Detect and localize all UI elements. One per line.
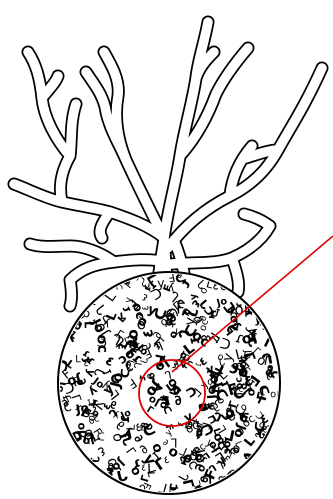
scribble-glyph: ʎ [47, 470, 61, 478]
scribble-glyph: ٤ [254, 476, 264, 482]
scribble-glyph: Jo [77, 463, 93, 479]
scribble-glyph: Ⅎ [80, 469, 91, 484]
scribble-glyph: ᒧ [98, 478, 113, 496]
scribble-glyph: o [258, 271, 271, 283]
scribble-glyph: ɔo [221, 441, 233, 455]
scribble-glyph: Jo [278, 278, 290, 292]
scribble-glyph: ᒐ [65, 466, 83, 479]
scribble-glyph: Jo [207, 376, 217, 387]
scribble-glyph: o [251, 456, 265, 470]
scribble-glyph: ɾ [113, 487, 126, 499]
scribble-glyph: o [79, 279, 91, 288]
scribble-glyph: ∂ [192, 463, 209, 472]
scribble-glyph: ᒧ [91, 275, 105, 291]
scribble-glyph: ɾ [279, 309, 286, 320]
scribble-glyph: ɾ [240, 471, 253, 485]
scribble-glyph: ᒧ [271, 289, 282, 296]
scribble-glyph: ∂ [46, 449, 63, 458]
scribble-glyph: ∂ [100, 272, 115, 286]
scribble-glyph: ɔo [123, 329, 141, 349]
scribble-glyph: ɔo [231, 359, 246, 374]
scribble-glyph: Ⅎ [177, 299, 186, 317]
scribble-glyph: ᒐ [248, 277, 263, 290]
scribble-glyph: ᒧ [248, 273, 265, 285]
scribble-glyph: o [100, 275, 113, 286]
scribble-glyph: Ⅎ [86, 284, 97, 298]
scribble-glyph: ᒐ [67, 456, 82, 475]
scribble-glyph: Jo [54, 380, 68, 394]
scribble-glyph: ʎ [56, 465, 69, 478]
scribble-glyph: Jo [246, 466, 267, 487]
scribble-glyph: ٤ [266, 453, 278, 463]
scribble-glyph: ٤ [258, 269, 275, 280]
scribble-glyph: L [50, 321, 62, 333]
scribble-glyph: o [267, 458, 279, 470]
scribble-glyph: ɾ [259, 383, 267, 399]
scribble-glyph: ɔo [101, 269, 116, 282]
scribble-glyph: ᒧ [89, 475, 104, 486]
scribble-glyph: Ⅎ [275, 310, 282, 321]
scribble-glyph: ٤ [273, 271, 285, 282]
scribble-glyph: ᑐ [117, 368, 132, 379]
scribble-texture: ʎᒧJoʎ٤∂٤LᒐℲℲᑐoɾLᒐ∂LL٤ᒐʎJoJoℲooᒐɔoLʎʎℲᑐ٤J… [46, 257, 289, 499]
scribble-glyph: o [260, 458, 279, 474]
tree-branches [14, 22, 322, 306]
scribble-glyph: ᑐ [47, 449, 66, 464]
glyph-mass: ʎᒧJoʎ٤∂٤LᒐℲℲᑐoɾLᒐ∂LL٤ᒐʎJoJoℲooᒐɔoLʎʎℲᑐ٤J… [46, 257, 289, 499]
scribble-glyph: Jo [86, 410, 99, 422]
scribble-glyph: Jo [56, 439, 71, 454]
scribble-glyph: Ⅎ [66, 457, 83, 471]
scribble-glyph: Ⅎ [96, 481, 115, 498]
scribble-glyph: ᒐ [264, 309, 278, 323]
scribble-glyph: o [59, 462, 75, 479]
scribble-glyph: ᑐ [69, 467, 87, 483]
scribble-glyph: Ⅎ [82, 461, 90, 473]
scribble-glyph: Jo [163, 312, 177, 326]
scribble-glyph: ᒧ [262, 271, 275, 282]
scribble-glyph: ᒧ [261, 289, 277, 305]
scribble-glyph: L [226, 480, 243, 492]
scribble-glyph: ɔo [233, 377, 245, 391]
scribble-glyph: ∂ [261, 283, 274, 295]
scribble-glyph: ᒧ [50, 315, 64, 331]
scribble-glyph: ʎ [235, 484, 252, 495]
scribble-glyph: o [261, 471, 273, 487]
scribble-glyph: ٤ [140, 305, 151, 311]
scribble-glyph: ∂ [98, 270, 110, 278]
scribble-glyph: Jo [265, 472, 284, 491]
scribble-glyph: ʎ [266, 468, 281, 477]
